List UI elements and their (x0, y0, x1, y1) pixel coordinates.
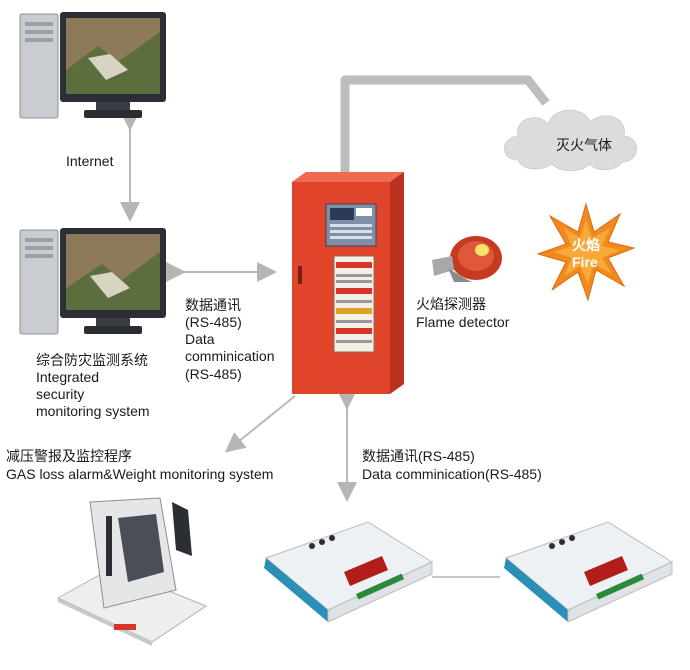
comm-bottom-label-cn: 数据通讯(RS-485) (362, 448, 475, 464)
comm-left-label-en-4: (RS-485) (185, 366, 242, 382)
flame-detector-icon (424, 220, 506, 286)
gas-loss-label-en: GAS loss alarm&Weight monitoring system (6, 466, 274, 482)
flame-detector-label-cn: 火焰探测器 (416, 296, 486, 312)
internet-label: Internet (66, 153, 114, 169)
weighing-module-1-icon (256, 518, 436, 638)
flame-detector-label-en: Flame detector (416, 314, 510, 330)
comm-bottom-label-en: Data comminication(RS-485) (362, 466, 542, 482)
iss-label-en-1: Integrated (36, 369, 100, 385)
iss-label-cn: 综合防灾监测系统 (36, 352, 148, 368)
comm-left-label-cn: 数据通讯 (185, 297, 241, 313)
gas-pipe (340, 75, 550, 172)
gas-cloud-label: 灭火气体 (556, 137, 612, 153)
gas-cloud-icon (496, 100, 644, 176)
iss-label-en-3: monitoring system (36, 403, 150, 419)
top-computer-icon (18, 10, 168, 122)
fire-burst-icon (536, 202, 636, 302)
weighing-station-icon (56, 496, 222, 648)
fire-label-en: Fire (572, 254, 598, 270)
fire-label-cn: 火焰 (572, 237, 600, 253)
security-computer-icon (18, 226, 168, 338)
iss-label-en-2: security (36, 386, 85, 402)
comm-left-label-en-3: comminication (185, 348, 275, 364)
weighing-module-2-icon (496, 518, 676, 638)
gas-loss-label-cn: 减压警报及监控程序 (6, 448, 132, 464)
comm-left-label-en-2: Data (185, 331, 215, 347)
gas-loss-arrow (224, 395, 296, 453)
control-cabinet-icon (286, 170, 408, 396)
comm-left-label-en-1: (RS-485) (185, 314, 242, 330)
